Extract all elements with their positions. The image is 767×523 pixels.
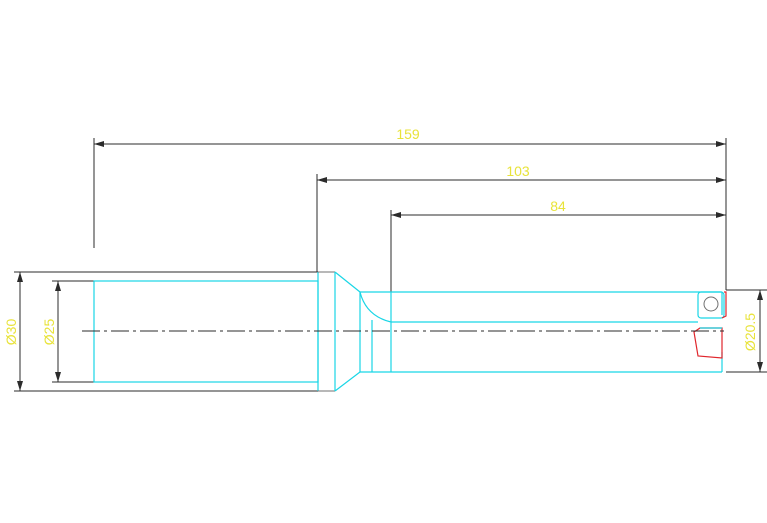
insert-top-edge [721,291,727,319]
tool-body [93,271,723,392]
arrow-left [391,212,401,218]
dimension-label: 103 [506,163,530,179]
flute-curve [359,291,392,323]
taper-bottom [334,371,361,392]
dimension-body-length: 103 [316,163,726,272]
arrow-top [17,272,23,282]
insert-top-outline [697,291,725,319]
dimension-shank-inner-diameter: Ø25 [41,280,94,383]
insert-screw-icon [703,296,719,312]
arrow-bottom [757,362,763,372]
cutting-inserts [693,291,727,359]
taper-top [334,271,361,293]
dimension-label: 84 [550,198,566,214]
dimension-label: Ø30 [3,319,19,346]
arrow-top [757,290,763,300]
arrow-right [716,212,726,218]
arrow-top [55,281,61,291]
insert-bottom [693,327,723,359]
dimension-label: 159 [396,126,420,142]
arrow-right [716,177,726,183]
dimension-shank-diameter: Ø30 [3,271,318,392]
dimension-label: Ø25 [41,319,57,346]
dimension-label: Ø20.5 [742,313,758,351]
dimension-tip-diameter: Ø20.5 [726,289,767,373]
arrow-left [94,141,104,147]
arrow-bottom [17,381,23,391]
arrow-left [317,177,327,183]
dimension-overall-length: 159 [93,126,726,248]
arrow-bottom [55,372,61,382]
arrow-right [716,141,726,147]
dimension-flute-length: 84 [390,198,726,292]
